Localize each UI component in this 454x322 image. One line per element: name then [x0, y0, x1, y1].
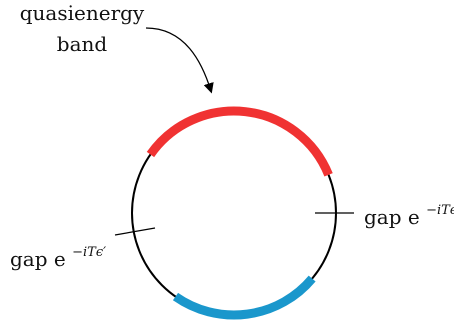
lower-band-arc	[172, 275, 316, 320]
gap-right-label: gap e −iTϵ	[364, 203, 454, 229]
band-label-line2: band	[57, 32, 108, 56]
gap-left-tick	[114, 227, 156, 236]
gap-right-exponent: −iTϵ	[426, 203, 454, 218]
gap-left-exponent: −iTϵ′	[72, 245, 106, 260]
upper-band-arc	[146, 106, 333, 177]
gap-left-label: gap e −iTϵ′	[10, 245, 106, 271]
gap-left-prefix: gap e	[10, 247, 66, 271]
band-pointer-arrow	[145, 27, 214, 94]
band-label-line1: quasienergy	[20, 1, 145, 25]
gap-right-prefix: gap e	[364, 205, 420, 229]
